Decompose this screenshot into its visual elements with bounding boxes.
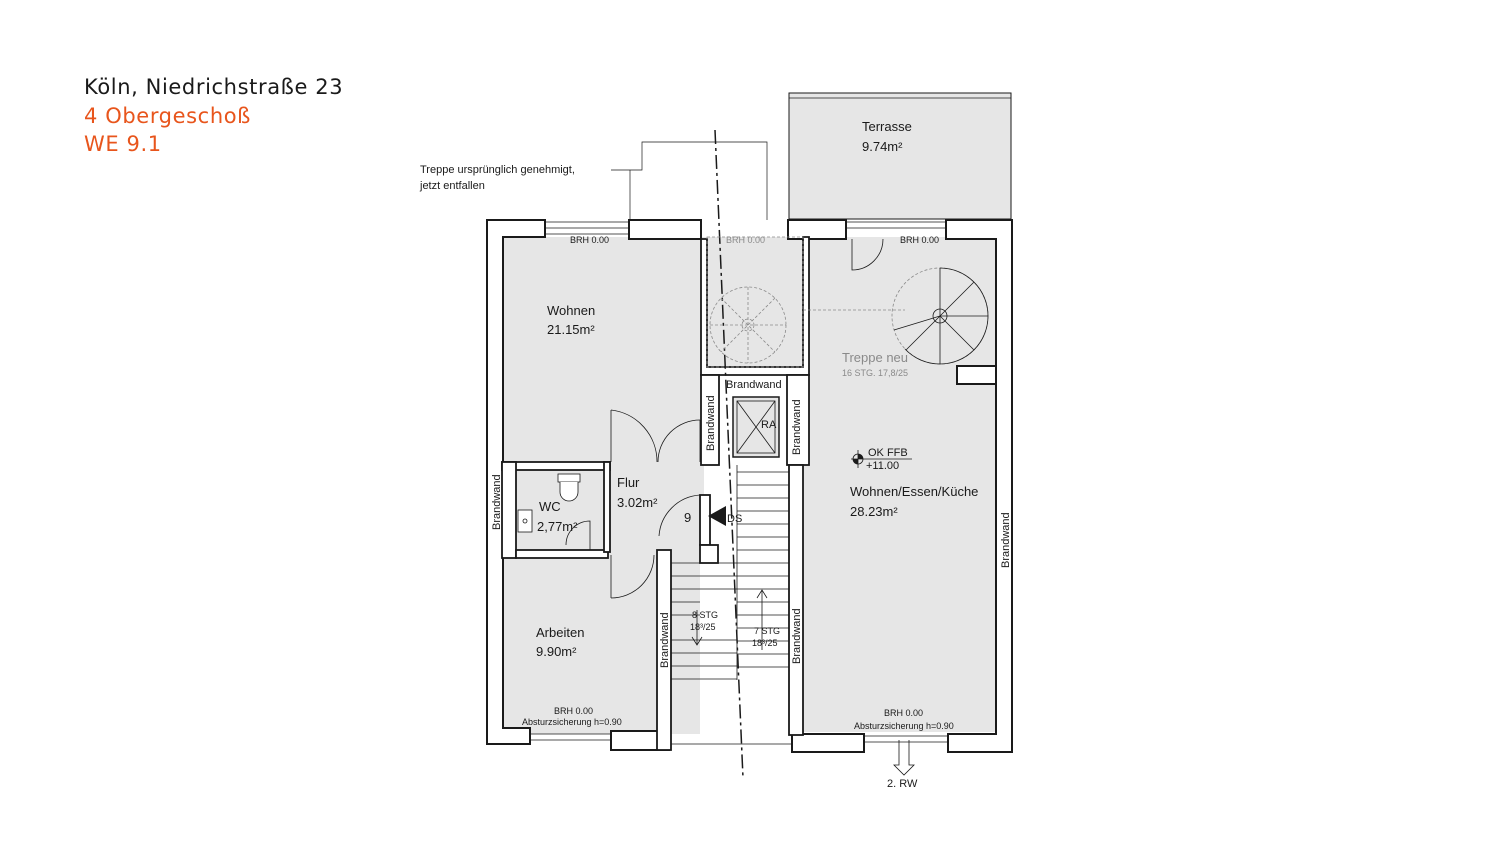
study-area: 9.90m² bbox=[536, 644, 577, 659]
brandwand-stair-left: Brandwand bbox=[659, 612, 671, 668]
floor-title: 4 Obergeschoß bbox=[84, 104, 252, 128]
upper-stair-fill bbox=[707, 237, 803, 367]
ra-shaft bbox=[732, 396, 780, 458]
absturz-study: Absturzsicherung h=0.90 bbox=[522, 717, 622, 727]
brandwand-west: Brandwand bbox=[491, 474, 503, 530]
brandwand-ra-left: Brandwand bbox=[705, 395, 717, 451]
stair-up-count: 7 STG bbox=[754, 626, 780, 636]
brh-right: BRH 0.00 bbox=[900, 235, 939, 245]
new-stair-label: Treppe neu bbox=[842, 350, 908, 365]
terrace-name: Terrasse bbox=[862, 119, 912, 134]
west-wall bbox=[486, 219, 546, 745]
absturz-kitchen: Absturzsicherung h=0.90 bbox=[854, 721, 954, 731]
terrace-fill bbox=[789, 93, 1011, 219]
living-fill bbox=[502, 237, 707, 462]
terrace-outline bbox=[788, 92, 1012, 220]
flur-name: Flur bbox=[617, 475, 640, 490]
brh-left: BRH 0.00 bbox=[570, 235, 609, 245]
brandwand-east: Brandwand bbox=[1000, 512, 1012, 568]
kitchen-name: Wohnen/Essen/Küche bbox=[850, 484, 978, 499]
rw-label: 2. RW bbox=[887, 778, 918, 790]
stair-note-line1: Treppe ursprünglich genehmigt, bbox=[420, 164, 575, 176]
wc-name: WC bbox=[539, 499, 561, 514]
wc-fixtures bbox=[517, 473, 581, 533]
windows bbox=[530, 221, 948, 745]
stair-up-rise: 18³/25 bbox=[752, 638, 778, 648]
level-label: OK FFB bbox=[868, 447, 908, 459]
main-staircase bbox=[671, 465, 789, 680]
kitchen-fill bbox=[803, 237, 996, 732]
brandwand-stair-right: Brandwand bbox=[791, 608, 803, 664]
brandwand-top: Brandwand bbox=[726, 379, 782, 391]
living-area: 21.15m² bbox=[547, 322, 595, 337]
brh-kitchen: BRH 0.00 bbox=[884, 708, 923, 718]
stair-note-leader bbox=[611, 141, 768, 220]
room-fills bbox=[502, 93, 1011, 734]
east-wall bbox=[945, 219, 1013, 753]
study-name: Arbeiten bbox=[536, 625, 584, 640]
study-fill bbox=[502, 557, 657, 734]
unit-number: 9 bbox=[684, 510, 691, 525]
brandwand-ra-right: Brandwand bbox=[791, 399, 803, 455]
brh-study: BRH 0.00 bbox=[554, 706, 593, 716]
flur-area: 3.02m² bbox=[617, 495, 658, 510]
address-title: Köln, Niedrichstraße 23 bbox=[84, 75, 344, 99]
rw-arrow-icon bbox=[893, 740, 915, 776]
north-wall-mid bbox=[628, 219, 702, 240]
ds-marker-icon bbox=[708, 506, 726, 526]
section-axis bbox=[714, 129, 744, 779]
unit-title: WE 9.1 bbox=[84, 132, 162, 156]
new-stair-info: 16 STG. 17,8/25 bbox=[842, 368, 908, 378]
wc-area: 2,77m² bbox=[537, 519, 578, 534]
chimney bbox=[956, 365, 997, 385]
new-spiral-stair bbox=[891, 267, 989, 365]
stair-down-count: 8 STG bbox=[692, 610, 718, 620]
inner-walls bbox=[501, 236, 810, 751]
stair-down-rise: 18³/25 bbox=[690, 622, 716, 632]
ra-label: RA bbox=[761, 419, 777, 431]
ds-label: DS bbox=[727, 513, 742, 525]
walls bbox=[486, 219, 1013, 753]
south-wall-kitchen bbox=[791, 733, 865, 753]
level-value: +11.00 bbox=[866, 460, 899, 472]
brh-mid: BRH 0.00 bbox=[726, 235, 765, 245]
stair-note-line2: jetzt entfallen bbox=[419, 180, 485, 192]
kitchen-area: 28.23m² bbox=[850, 504, 898, 519]
living-name: Wohnen bbox=[547, 303, 595, 318]
doors bbox=[565, 238, 884, 599]
terrace-area: 9.74m² bbox=[862, 139, 903, 154]
north-wall-terrace bbox=[787, 219, 847, 240]
old-spiral-stair bbox=[706, 236, 804, 368]
